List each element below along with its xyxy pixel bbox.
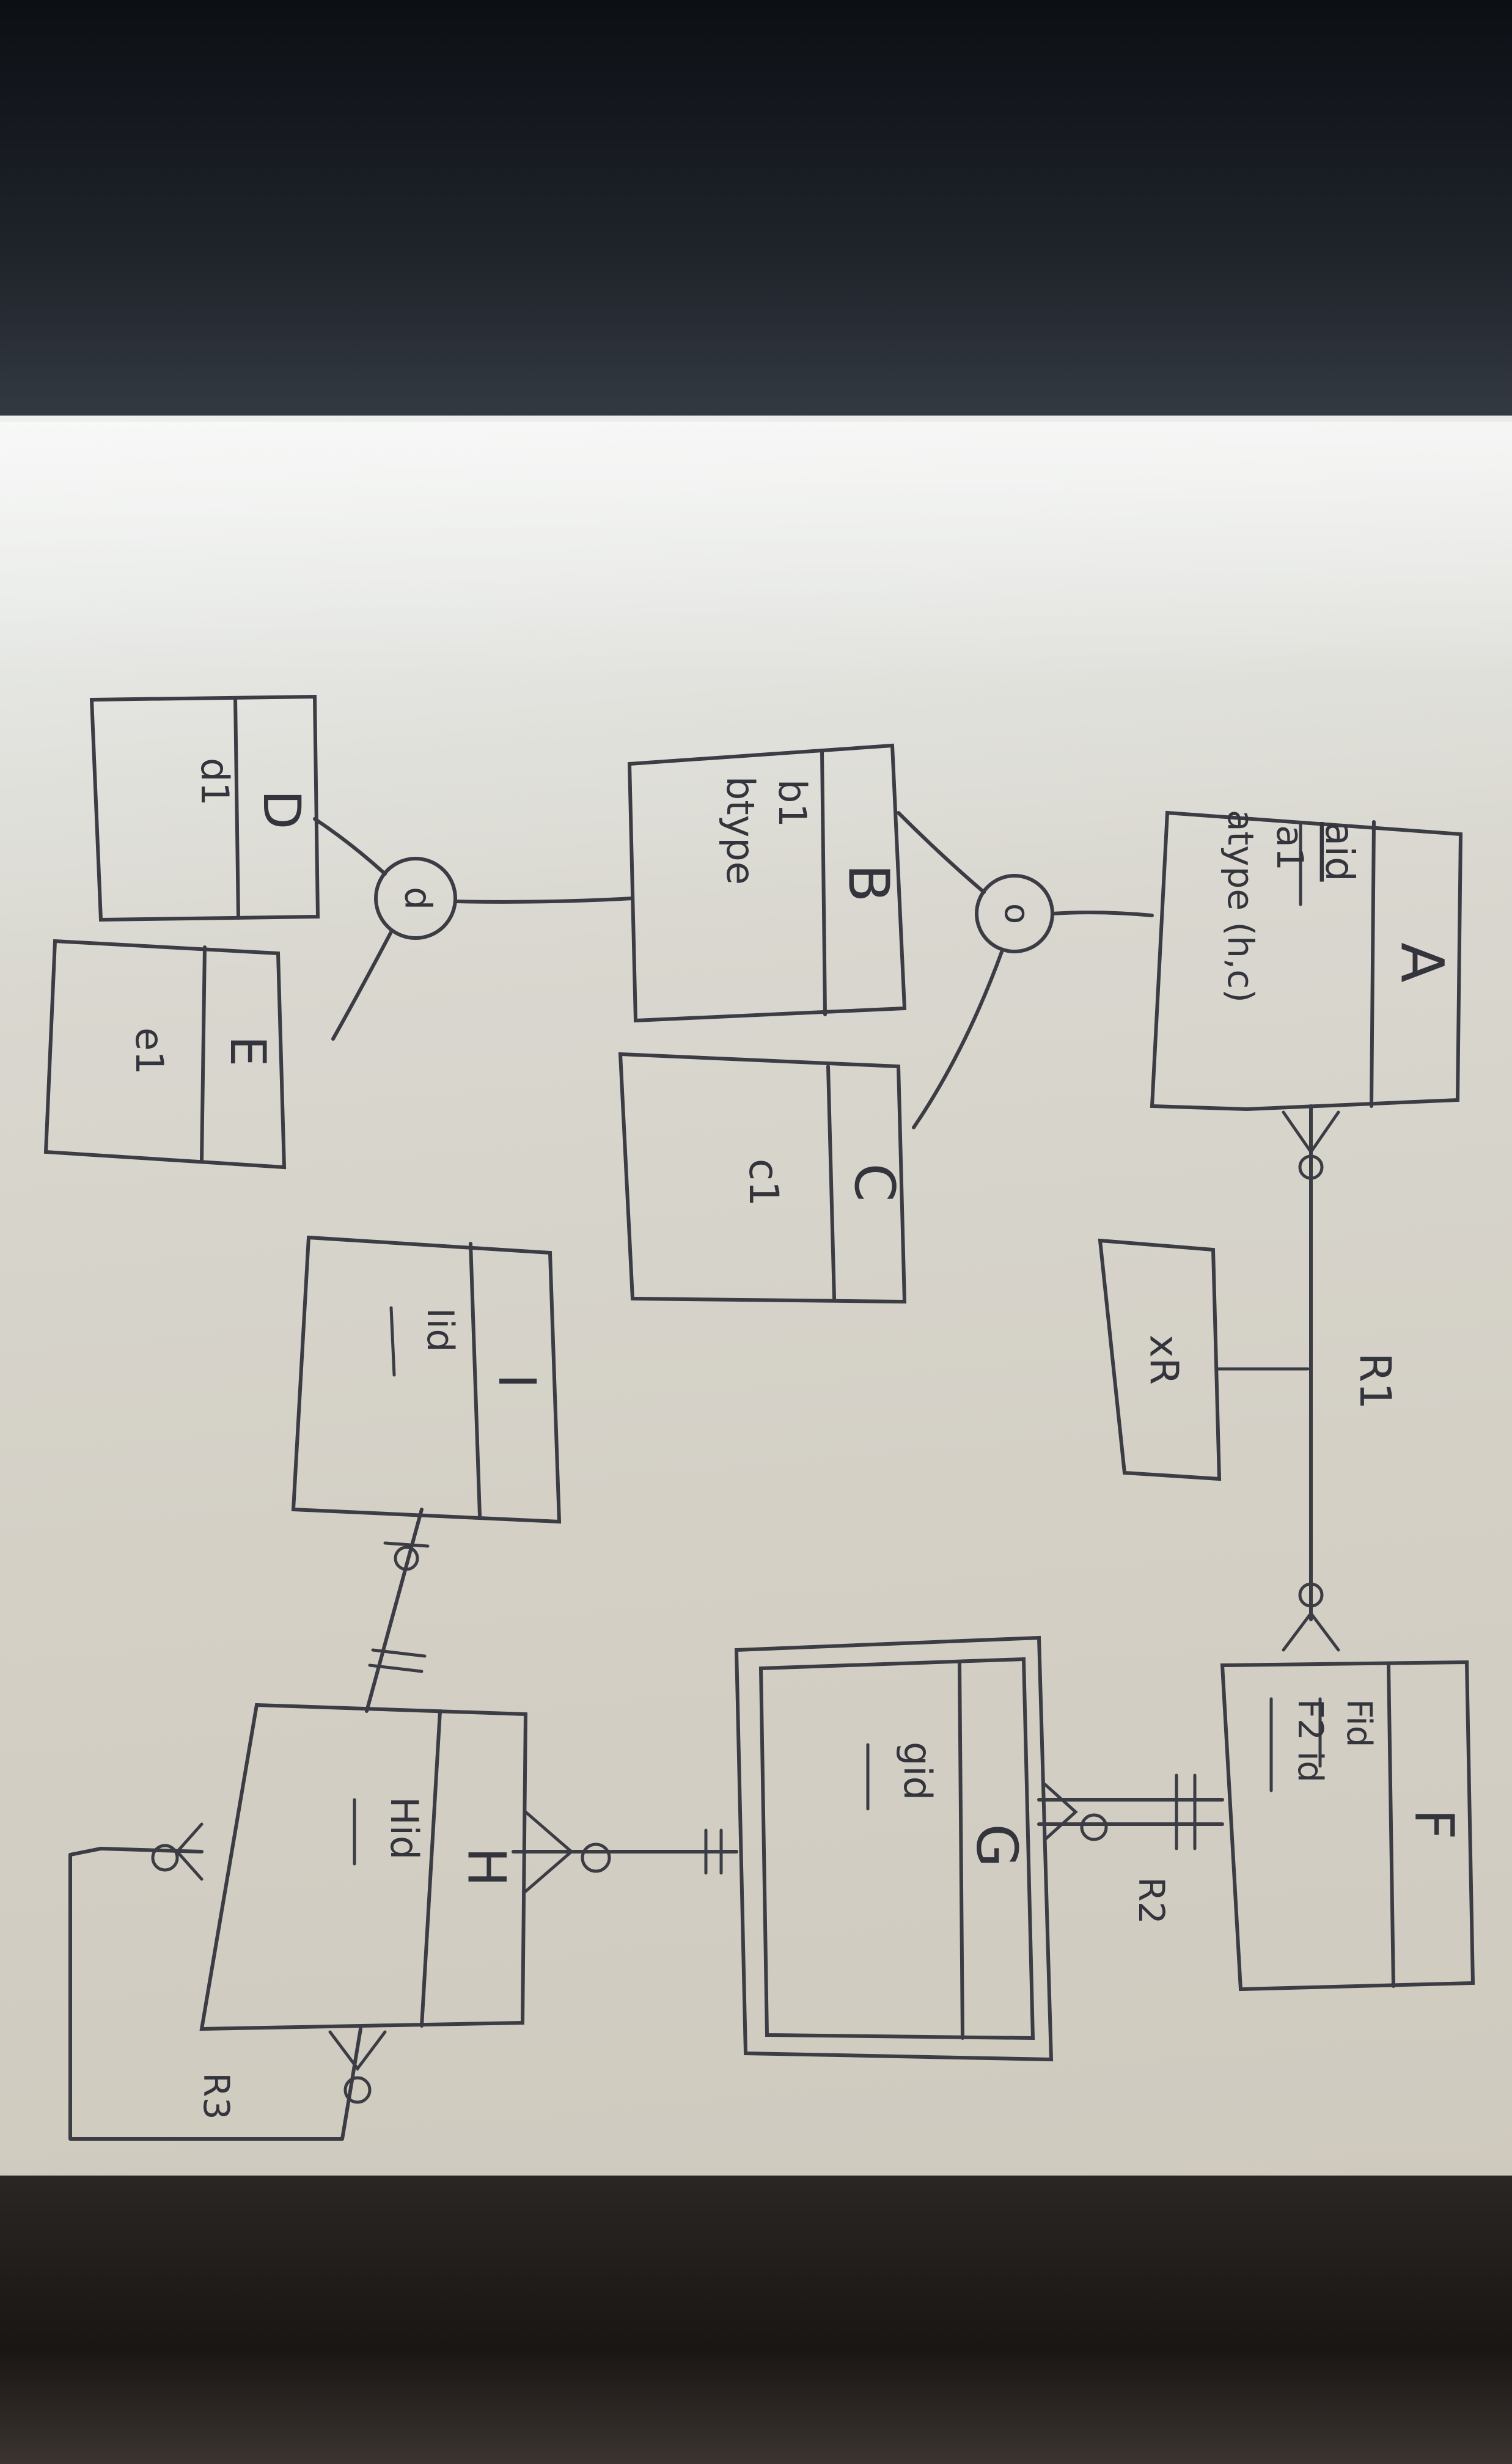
entity-b-divider — [820, 749, 827, 1016]
entity-b-attr-b1: b1 — [770, 779, 815, 827]
entity-h-name: H — [456, 1847, 517, 1887]
r2-label: R2 — [1131, 1877, 1172, 1924]
entity-d-divider — [233, 696, 240, 920]
entity-f-attr-f2id: F2 id — [1290, 1699, 1330, 1783]
overlap-label: o — [997, 903, 1037, 924]
specialization-overlap: o — [897, 811, 1154, 1129]
h-i-i-bar — [383, 1541, 430, 1548]
entity-g-attr-gid: gid — [895, 1742, 940, 1800]
entity-a-name: A — [1388, 942, 1456, 983]
r3-end-zero-mark — [343, 2076, 372, 2104]
entity-a: A aid a1 atype (h,c) — [1150, 810, 1463, 1112]
r1-attr-box — [1098, 1238, 1222, 1481]
entity-i-name: I — [487, 1374, 547, 1389]
entity-f-box — [1220, 1660, 1475, 1992]
desk-surface — [0, 2176, 1512, 2464]
disjoint-to-e-line — [331, 930, 393, 1041]
r3-label: R3 — [196, 2072, 237, 2119]
entity-i-iid-underline — [389, 1306, 396, 1377]
relationship-g-h — [512, 1810, 738, 1893]
entity-g-inner-box — [758, 1657, 1035, 2041]
entity-g: G gid — [734, 1635, 1054, 2062]
entity-c: C c1 — [618, 1052, 907, 1304]
h-i-h-bar-1 — [368, 1663, 424, 1673]
entity-b-attr-btype: btype — [718, 776, 763, 885]
entity-f: F Fid F2 id — [1220, 1660, 1475, 1992]
r3-end-crowfoot — [328, 2030, 387, 2072]
paper-glare — [0, 422, 1512, 678]
entity-e-attr-e1: e1 — [127, 1027, 172, 1075]
disjoint-to-b-line — [453, 897, 634, 904]
entity-f-name: F — [1403, 1809, 1466, 1840]
r1-a-zero-mark — [1298, 1154, 1324, 1180]
r1-attr-xr: xR — [1140, 1335, 1186, 1385]
r1-f-crowfoot — [1282, 1610, 1340, 1652]
entity-b-box — [627, 743, 907, 1023]
disjoint-label: d — [396, 887, 439, 910]
r2-g-crowfoot — [1043, 1783, 1078, 1841]
entity-i-divider — [469, 1242, 482, 1517]
entity-c-name: C — [842, 1164, 906, 1202]
r1-f-zero-mark — [1298, 1582, 1324, 1608]
entity-i: I Iid — [291, 1235, 562, 1524]
overlap-to-c-line — [912, 948, 1004, 1129]
disjoint-circle — [374, 857, 457, 940]
r3-start-zero-mark — [151, 1844, 179, 1872]
entity-a-attr-aid: aid — [1316, 822, 1362, 882]
g-h-zero-mark — [581, 1843, 611, 1873]
entity-f-divider — [1387, 1663, 1395, 1988]
entity-b: B b1 btype — [627, 743, 907, 1023]
entity-d-name: D — [252, 790, 312, 830]
relationship-h-i — [365, 1508, 430, 1713]
paper-sheet — [0, 416, 1512, 2212]
h-i-h-bar-2 — [371, 1648, 427, 1658]
relationship-r3: R3 — [68, 1822, 387, 2141]
entity-e: E e1 — [43, 939, 287, 1170]
r2-g-zero-mark — [1080, 1813, 1108, 1841]
entity-f-attr-fid: Fid — [1339, 1699, 1379, 1747]
disjoint-to-d-line — [313, 817, 387, 876]
entity-g-outer-box — [734, 1635, 1054, 2062]
entity-b-name: B — [836, 864, 901, 902]
background-wall — [0, 0, 1512, 464]
entity-c-box — [618, 1052, 907, 1304]
entity-d-box — [89, 694, 320, 922]
entity-e-divider — [200, 945, 207, 1163]
g-h-crowfoot — [524, 1810, 574, 1893]
specialization-disjoint: d — [313, 817, 634, 1041]
entity-a-box — [1150, 810, 1463, 1112]
h-i-zero-mark — [394, 1546, 419, 1571]
entity-c-divider — [826, 1065, 836, 1300]
entity-g-name: G — [964, 1824, 1030, 1867]
r3-start-crowfoot — [175, 1822, 204, 1881]
overlap-to-a-line — [1051, 911, 1154, 917]
entity-a-divider — [1370, 820, 1376, 1108]
overlap-to-b-line — [897, 811, 986, 894]
entity-a-attr-a1: a1 — [1268, 825, 1311, 871]
entity-h-box — [199, 1703, 528, 2031]
r1-label: R1 — [1350, 1352, 1400, 1409]
relationship-r1: R1 xR — [1098, 1104, 1400, 1652]
entity-c-attr-c1: c1 — [740, 1159, 787, 1206]
entity-h: H Hid — [199, 1703, 528, 2031]
relationship-r2: R2 — [1037, 1773, 1224, 1924]
entity-d: D d1 — [89, 694, 320, 922]
r3-loop-line — [68, 1847, 362, 2141]
r1-a-crowfoot — [1282, 1110, 1340, 1155]
entity-a-attr-atype: atype (h,c) — [1220, 810, 1261, 1003]
entity-i-attr-iid: Iid — [419, 1308, 461, 1352]
entity-h-attr-hid: Hid — [382, 1797, 427, 1860]
entity-g-divider — [958, 1660, 964, 2040]
entity-d-attr-d1: d1 — [193, 758, 237, 806]
h-i-line — [365, 1508, 424, 1713]
entity-e-name: E — [219, 1036, 276, 1067]
entity-h-divider — [420, 1709, 442, 2028]
